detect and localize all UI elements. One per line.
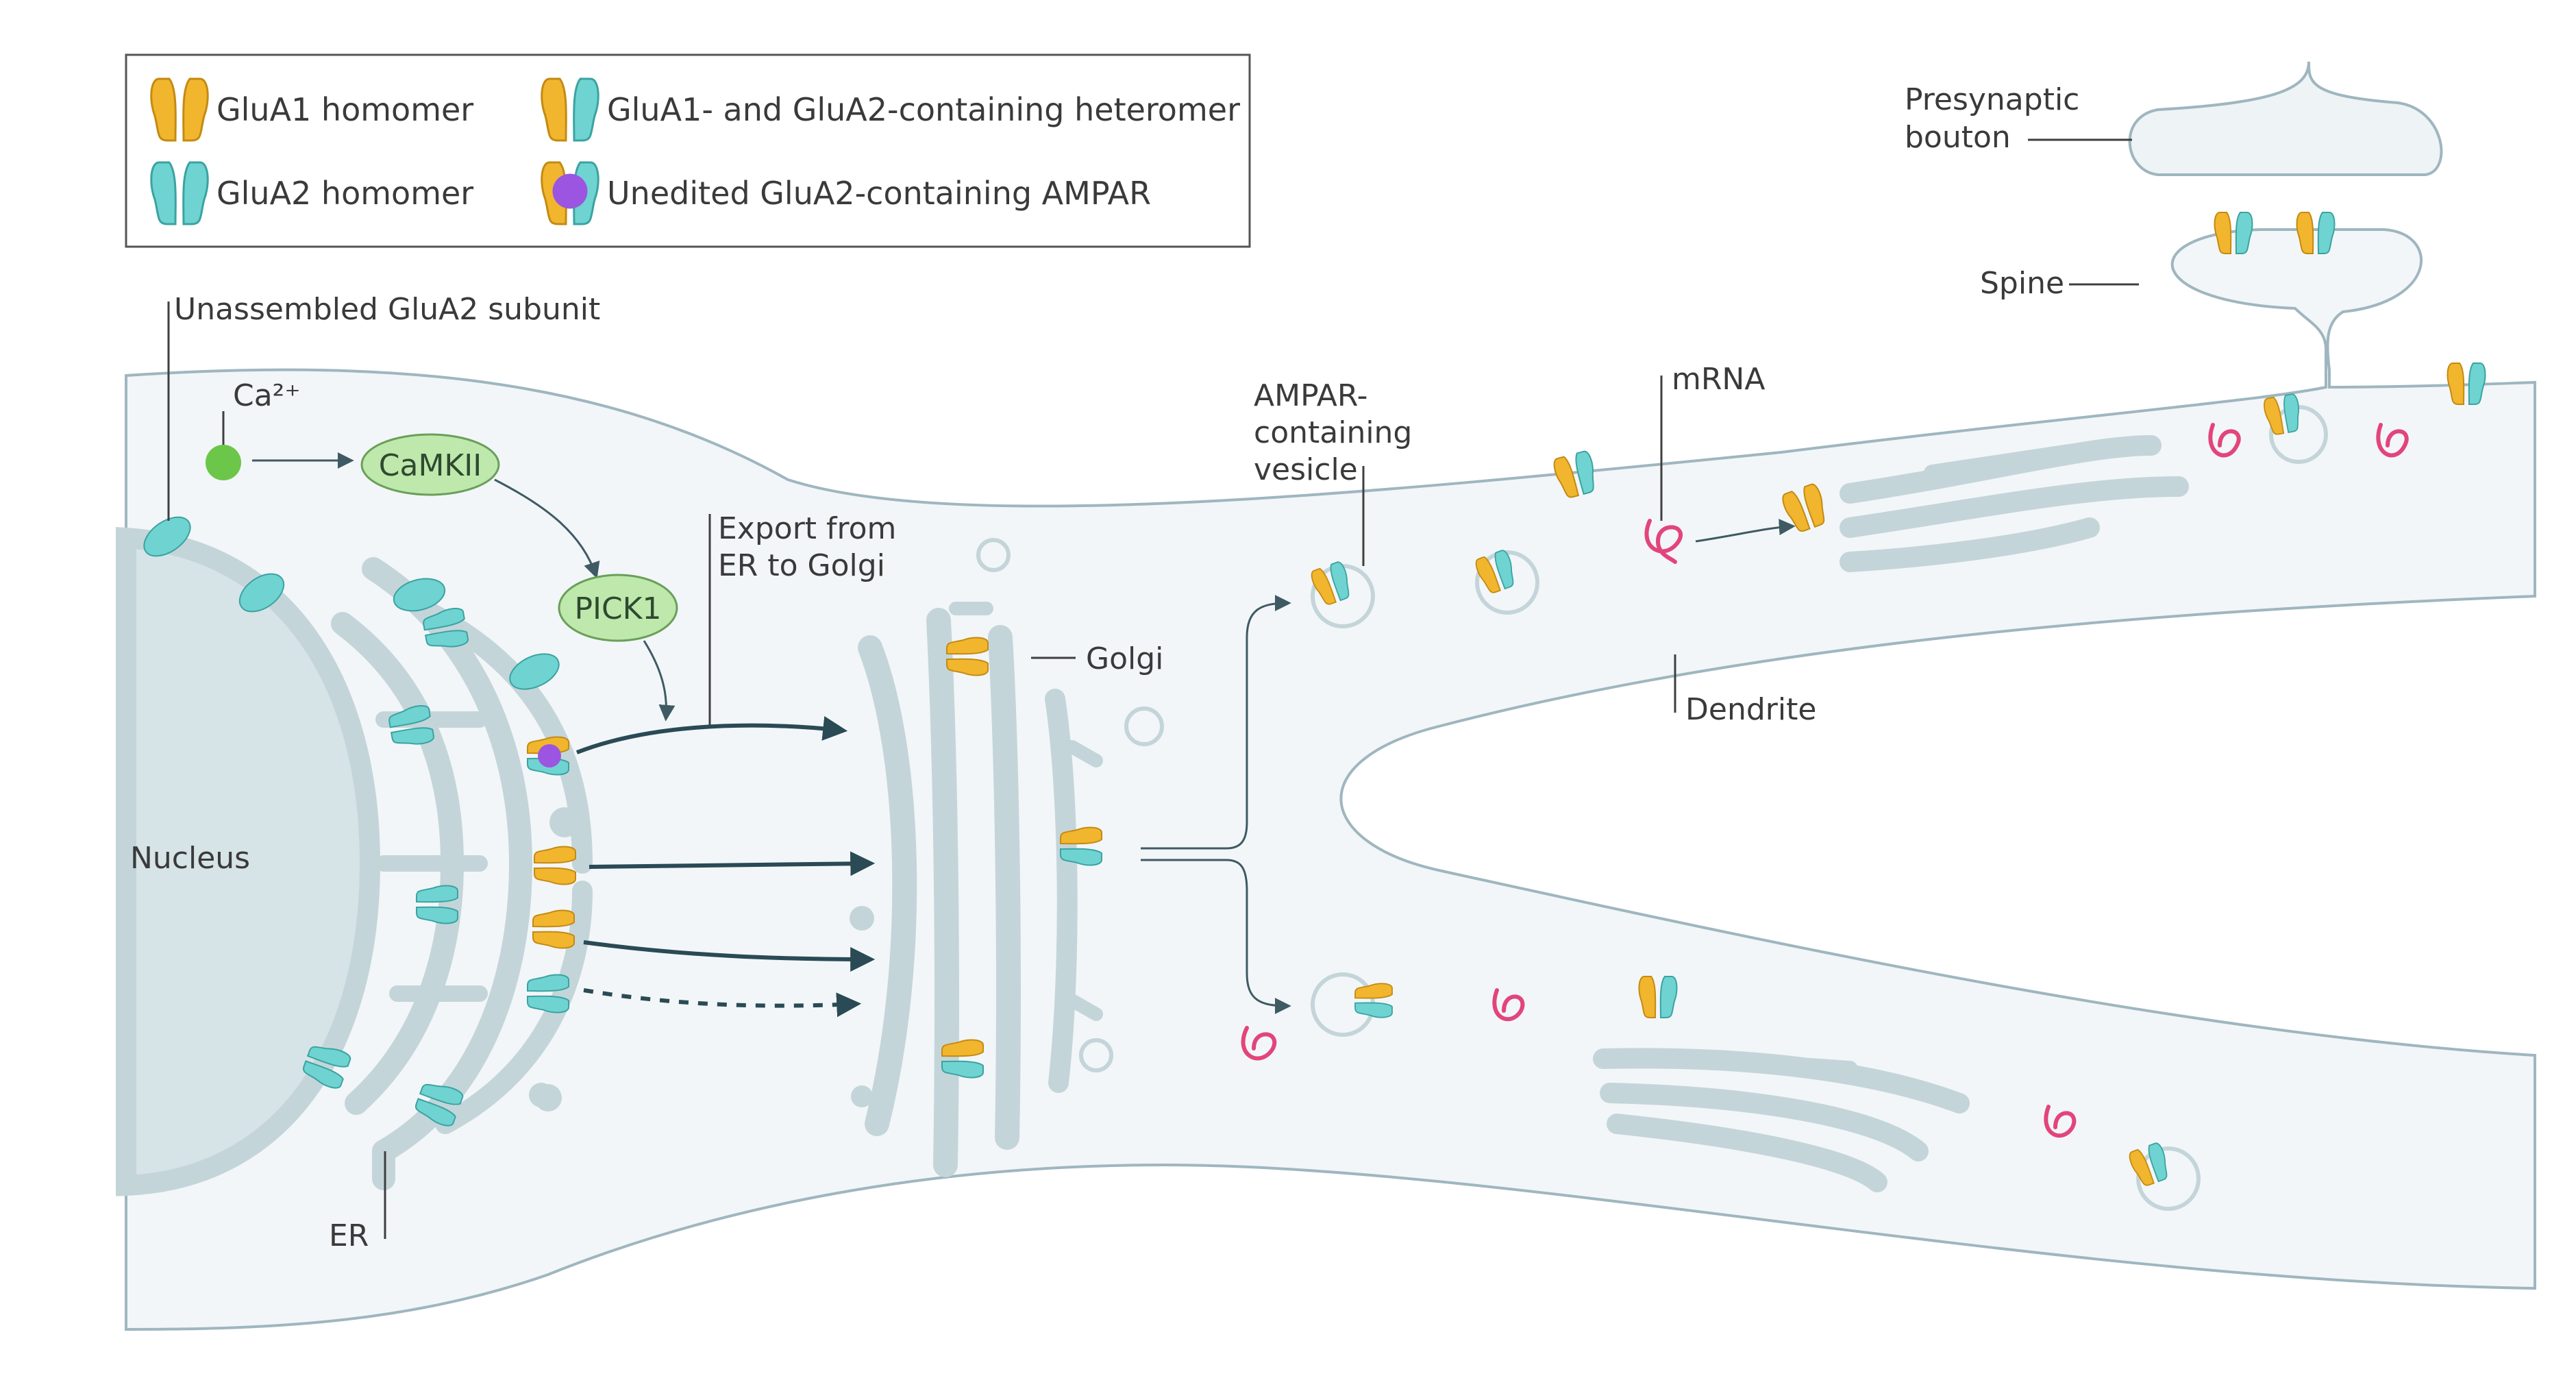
endoplasmic-reticulum [331, 557, 593, 1190]
legend: GluA1 homomer GluA2 homomer GluA1- and G… [125, 53, 1251, 248]
vesicles [1309, 393, 2328, 1211]
export-arrow-1 [575, 716, 848, 754]
mrna-to-er-arrow [1695, 519, 1796, 543]
presynaptic-label-line1: Presynaptic [1905, 82, 2079, 117]
spine-label: Spine [1980, 266, 2064, 301]
golgi-to-lower-vesicle [1141, 859, 1291, 1014]
dendritic-er-lower [1593, 1048, 1970, 1192]
export-arrow-3 [583, 940, 876, 972]
legend-glua2-label: GluA2 homomer [216, 175, 473, 212]
presynaptic-bouton [2128, 61, 2443, 176]
golgi-label: Golgi [1086, 641, 1163, 676]
pick1-label: PICK1 [574, 591, 661, 626]
legend-box [125, 53, 1251, 248]
vesicle-label-line3: vesicle [1254, 452, 1358, 487]
calcium-ion [206, 445, 241, 480]
legend-glua1-label: GluA1 homomer [216, 91, 473, 128]
export-arrow-dashed [583, 988, 862, 1018]
pick1-node [558, 574, 678, 642]
camkii-to-pick1-arrow [494, 478, 600, 579]
vesicle-label-line1: AMPAR- [1254, 378, 1368, 413]
camkii-label: CaMKII [379, 448, 482, 483]
dendritic-er-upper [1840, 435, 2189, 572]
unassembled-label: Unassembled GluA2 subunit [174, 292, 600, 327]
calcium-label: Ca²⁺ [233, 378, 301, 413]
mrna-molecules [1241, 423, 2409, 1138]
er-label: ER [329, 1218, 369, 1253]
golgi-apparatus [529, 538, 1164, 1177]
pick1-arrow [643, 640, 676, 722]
unassembled-subunits [143, 516, 560, 690]
mrna-label: mRNA [1672, 362, 1765, 397]
vesicle-label-line2: containing [1254, 415, 1412, 450]
export-label-line1: Export from [718, 511, 896, 546]
camkii-node [360, 433, 500, 496]
dendrite-label: Dendrite [1685, 692, 1816, 727]
legend-heteromer-label: GluA1- and GluA2-containing heteromer [607, 91, 1240, 128]
legend-unedited-label: Unedited GluA2-containing AMPAR [607, 175, 1151, 212]
export-label-line2: ER to Golgi [718, 548, 885, 583]
presynaptic-label-line2: bouton [1905, 120, 2011, 155]
export-arrow-2 [589, 851, 876, 876]
nucleus-label: Nucleus [130, 841, 250, 876]
golgi-to-upper-vesicle [1141, 595, 1291, 850]
